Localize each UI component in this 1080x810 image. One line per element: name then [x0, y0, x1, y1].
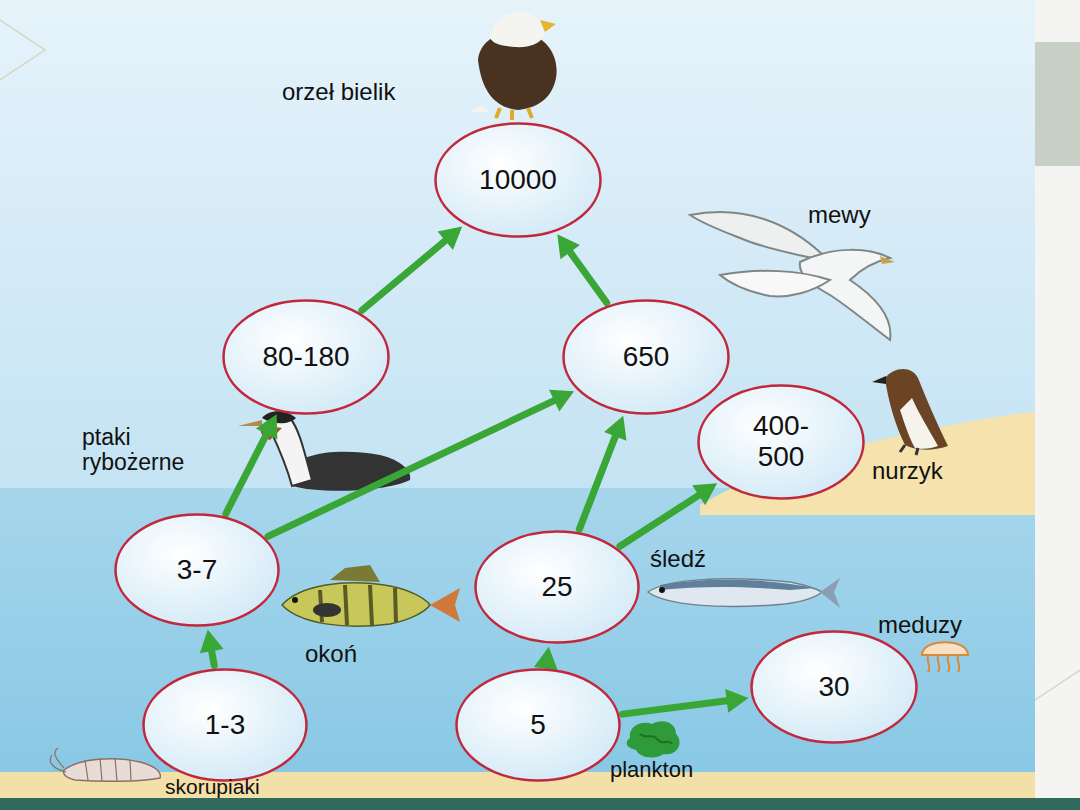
concentration-value: 1-3: [205, 710, 245, 741]
concentration-ellipse: 80-180: [222, 299, 390, 415]
arrow-head: [534, 647, 558, 670]
concentration-ellipse: 650: [562, 299, 730, 415]
concentration-ellipse: 3-7: [114, 513, 280, 627]
concentration-value: 3-7: [177, 555, 217, 586]
arrow-head: [200, 630, 224, 654]
arrow-head: [692, 483, 717, 505]
food-arrow: [623, 689, 749, 714]
eagle-picture: [470, 12, 557, 120]
slide-decor: [1035, 670, 1080, 700]
arrow-shaft: [226, 430, 269, 513]
concentration-value: 650: [623, 342, 670, 373]
guillemot-picture: [872, 369, 948, 455]
slide-decor: [0, 20, 45, 80]
organism-name: mewy: [808, 202, 871, 228]
organism-name: ptaki rybożerne: [82, 425, 200, 476]
food-arrow: [200, 630, 224, 666]
arrow-shaft: [579, 433, 616, 529]
slide-bar: [0, 798, 1080, 810]
arrow-shaft: [268, 399, 558, 536]
organism-name: śledź: [650, 546, 706, 572]
concentration-value: 30: [818, 672, 849, 703]
concentration-ellipse: 5: [455, 668, 621, 782]
organism-name: nurzyk: [872, 458, 943, 484]
food-arrow: [620, 483, 717, 546]
concentration-value: 80-180: [262, 342, 349, 373]
plankton-picture: [627, 721, 680, 757]
water: [0, 488, 1035, 800]
concentration-ellipse: 10000: [434, 122, 602, 238]
concentration-ellipse: 30: [750, 630, 918, 744]
food-arrow: [226, 414, 277, 513]
arrow-shaft: [623, 700, 731, 714]
concentration-value: 400-500: [745, 411, 817, 473]
organism-name: orzeł bielik: [282, 79, 395, 105]
food-arrow: [534, 647, 558, 670]
concentration-value: 5: [530, 710, 546, 741]
arrow-head: [549, 390, 574, 412]
arrow-head: [256, 414, 277, 439]
arrow-head: [725, 689, 748, 713]
perch-picture: [282, 565, 460, 626]
shrimp-picture: [50, 748, 160, 781]
arrow-shaft: [568, 249, 607, 303]
jellyfish-picture: [922, 642, 968, 672]
gull-picture: [690, 212, 895, 340]
concentration-ellipse: 400-500: [697, 384, 865, 500]
organism-name: plankton: [610, 758, 693, 782]
food-arrow: [362, 227, 462, 311]
arrow-shaft: [620, 493, 702, 546]
organism-name: meduzy: [878, 612, 962, 638]
concentration-value: 25: [541, 572, 572, 603]
arrow-head: [557, 234, 580, 259]
arrow-head: [604, 416, 626, 441]
concentration-ellipse: 25: [474, 530, 640, 644]
food-arrow: [579, 416, 626, 529]
concentration-ellipse: 1-3: [142, 668, 308, 782]
herring-picture: [648, 578, 840, 608]
concentration-value: 10000: [479, 165, 557, 196]
organism-name: okoń: [305, 641, 357, 667]
food-arrow: [557, 234, 606, 302]
slide-panel: [1035, 42, 1080, 166]
organism-name: skorupiaki: [165, 775, 260, 798]
arrow-shaft: [362, 238, 449, 310]
arrow-head: [438, 227, 463, 250]
